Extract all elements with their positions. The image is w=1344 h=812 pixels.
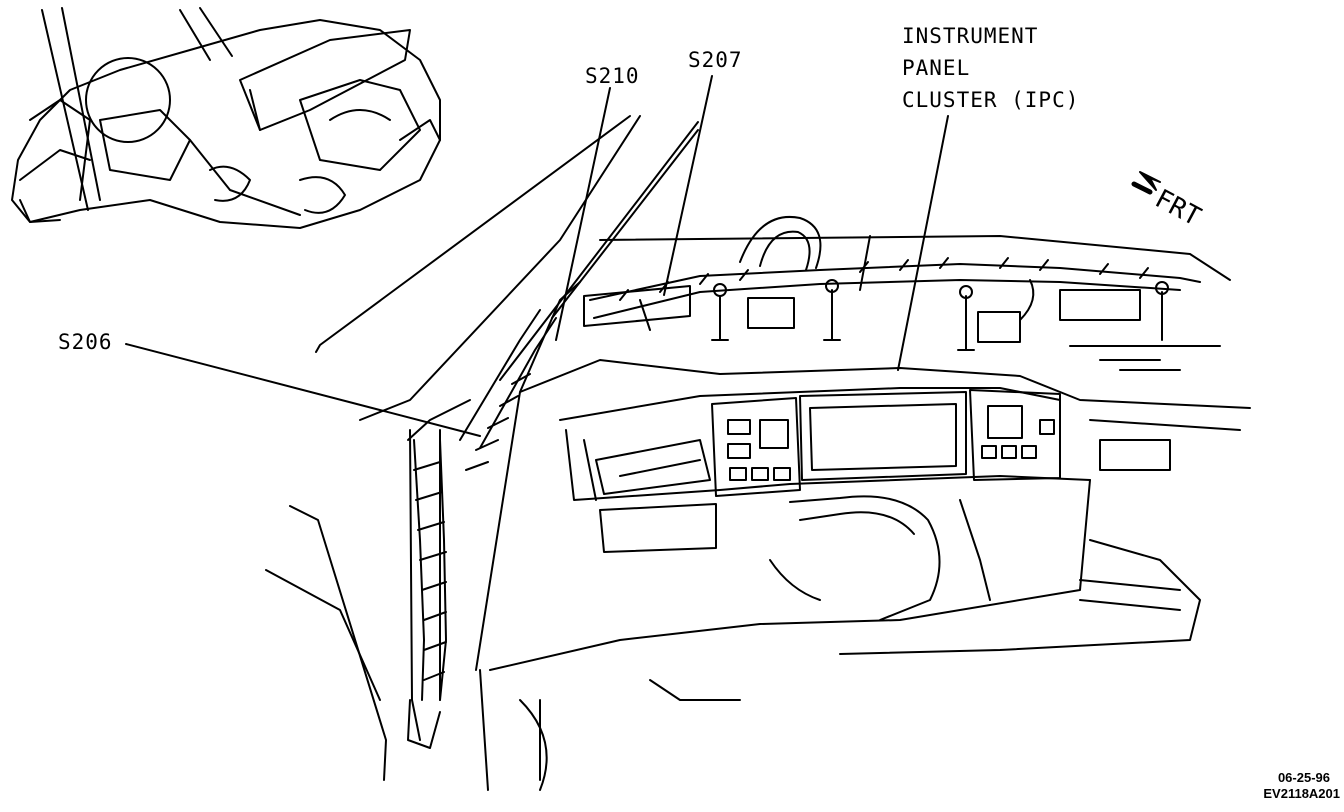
splice-s210-label: S210 [585, 64, 640, 88]
ipc-label-line-3: CLUSTER (IPC) [902, 88, 1080, 112]
ipc-label-line-1: INSTRUMENT [902, 24, 1039, 48]
drawing-date: 06-25-96 [1277, 770, 1330, 785]
pillar-harness [407, 309, 557, 749]
splice-s206-label: S206 [58, 330, 113, 354]
splice-s207-label: S207 [688, 48, 743, 72]
front-arrow-icon [1131, 171, 1161, 195]
instrument-panel-body [489, 359, 1251, 791]
drawing-code: EV2118A201 [1263, 786, 1340, 801]
vehicle-locator-icon [11, 7, 441, 229]
leader-lines [125, 75, 949, 437]
windshield-pillar [265, 115, 641, 791]
ipc-label-line-2: PANEL [902, 56, 971, 80]
upper-dash-harness [583, 216, 1231, 371]
